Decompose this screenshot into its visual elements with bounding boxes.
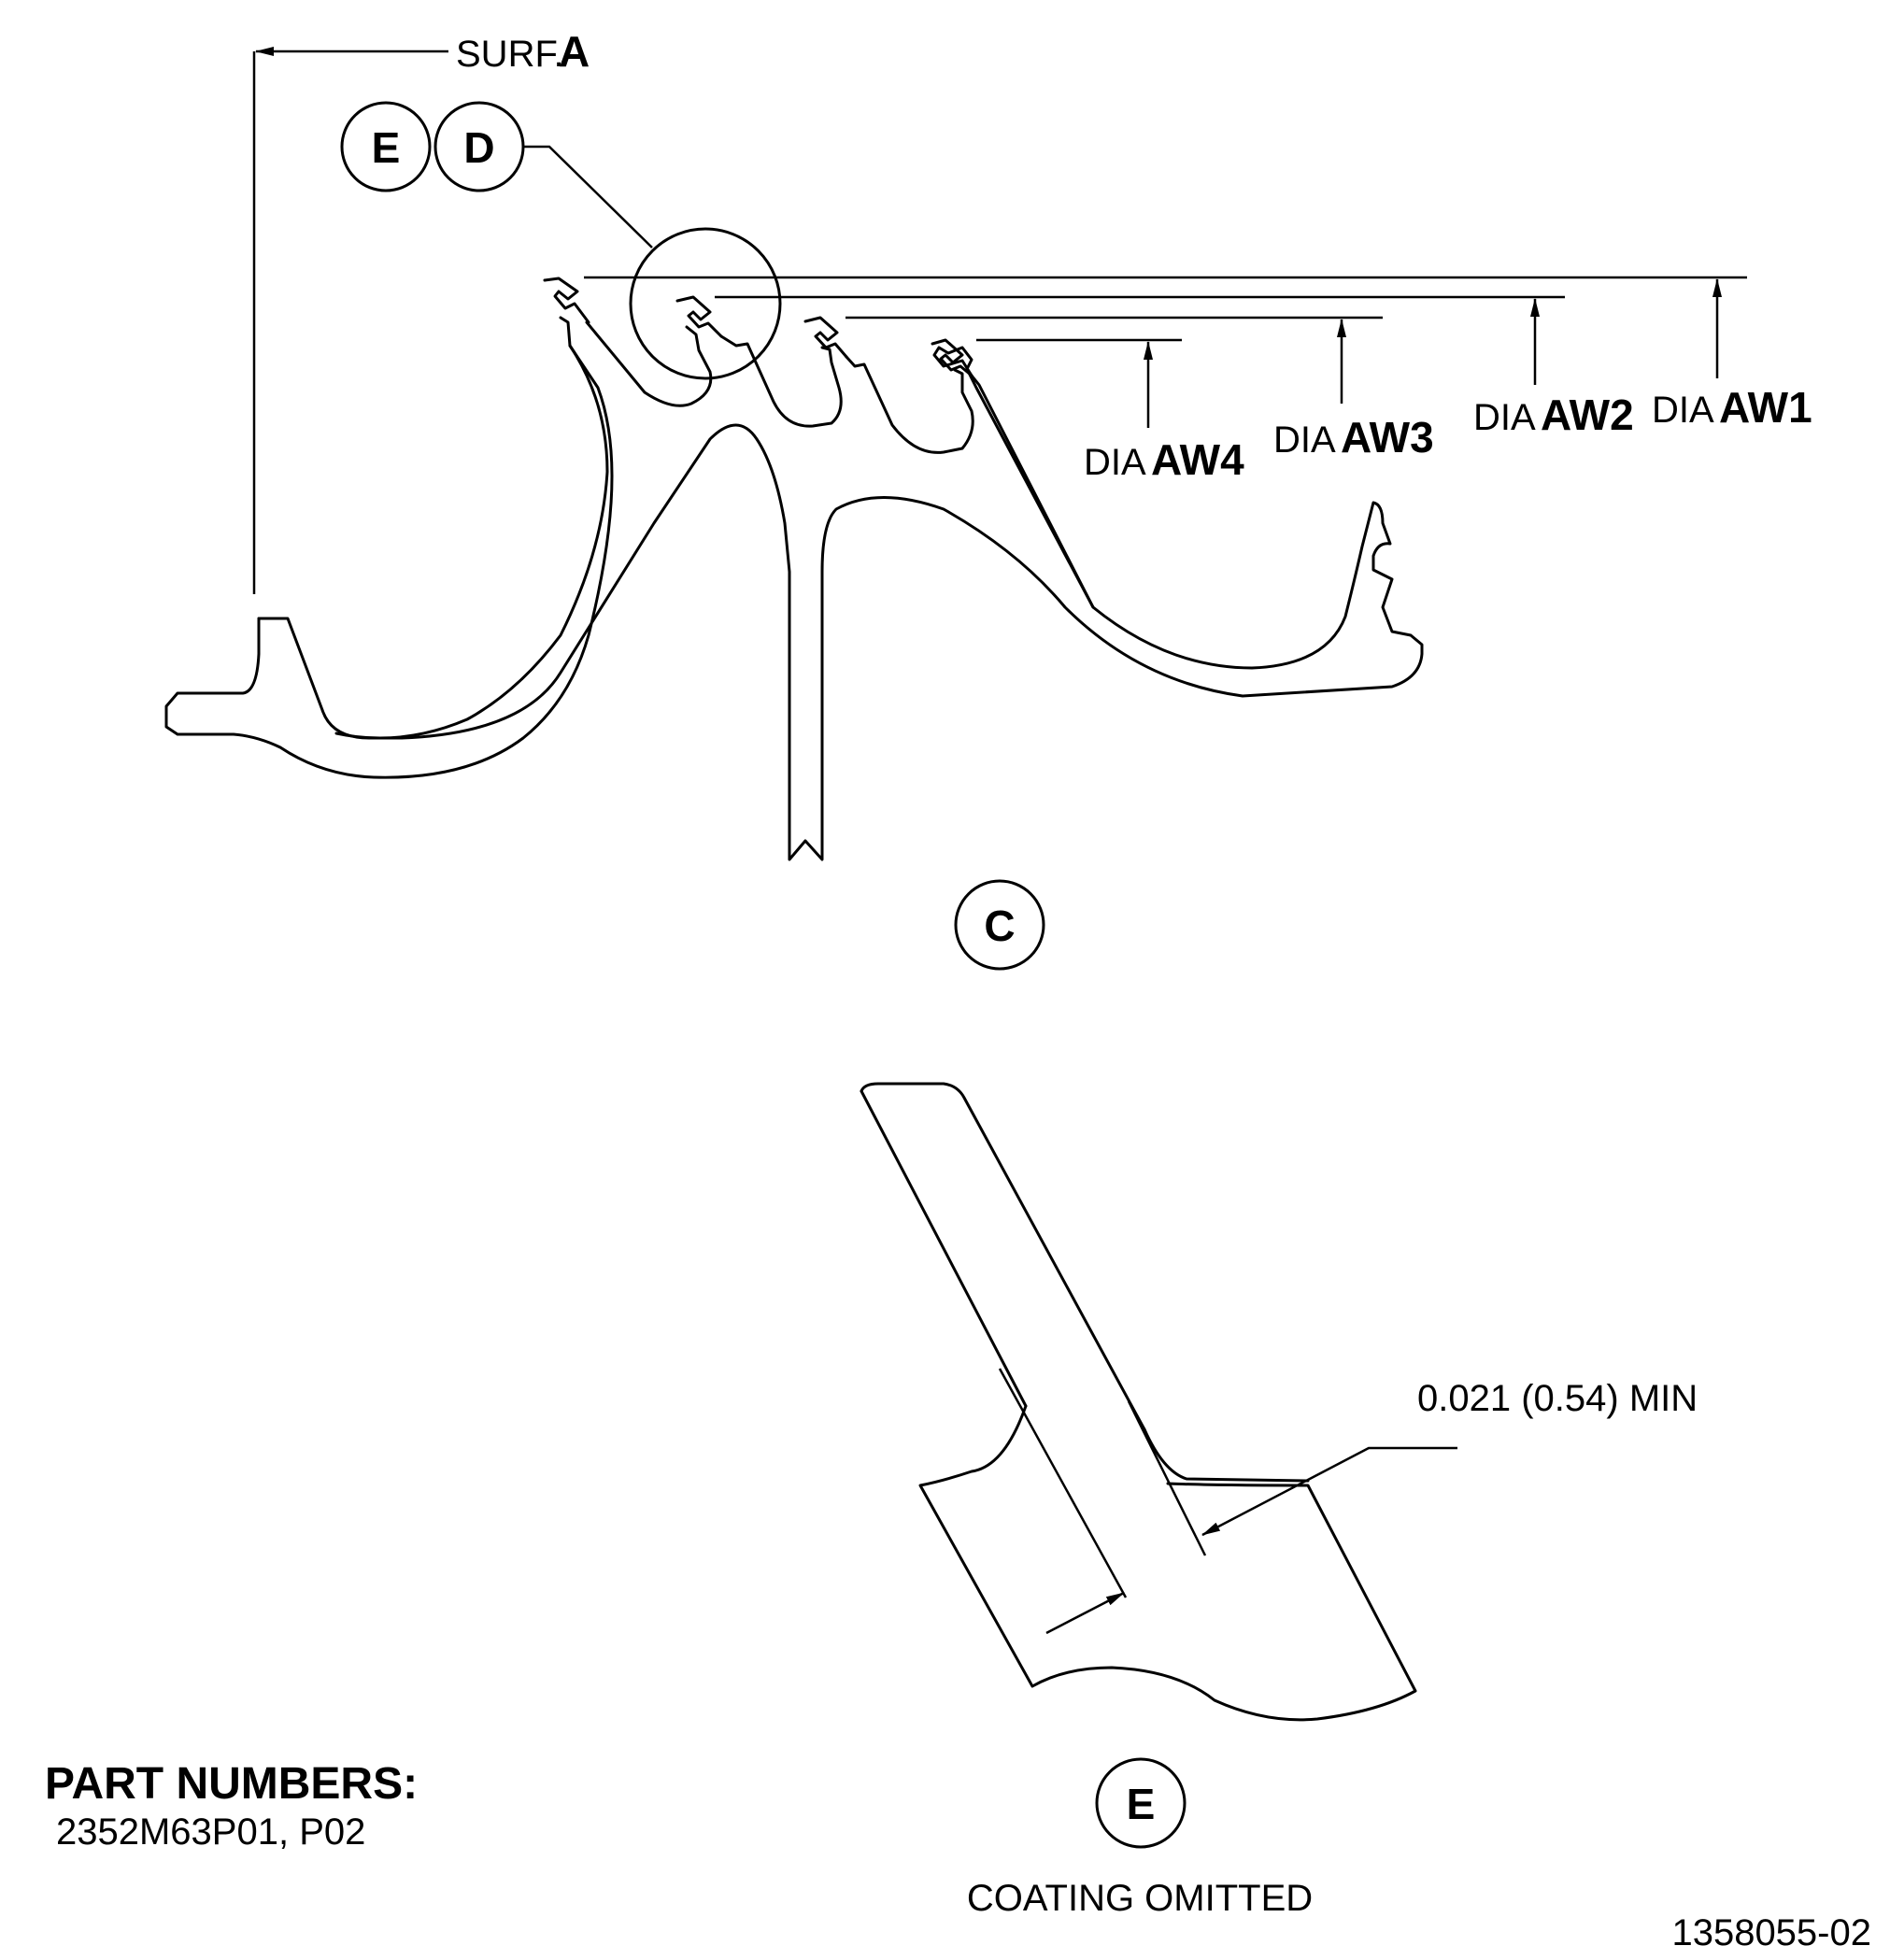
surface-letter: A: [559, 27, 590, 76]
dia-aw1-label: DIA AW1: [1652, 383, 1812, 432]
diameter-lines: [584, 276, 1747, 342]
svg-text:DIA: DIA: [1652, 390, 1714, 431]
svg-text:AW4: AW4: [1151, 435, 1244, 484]
dia-aw2-label: DIA AW2: [1473, 391, 1634, 439]
svg-text:DIA: DIA: [1273, 419, 1336, 461]
svg-text:DIA: DIA: [1084, 442, 1146, 483]
drawing-number: 1358055-02: [1671, 1912, 1871, 1953]
diameter-arrows: [1144, 278, 1722, 428]
svg-text:AW3: AW3: [1341, 413, 1434, 462]
svg-text:C: C: [984, 902, 1015, 950]
svg-text:E: E: [372, 123, 401, 172]
svg-text:E: E: [1127, 1780, 1156, 1828]
detail-e-caption: COATING OMITTED: [967, 1878, 1313, 1919]
view-bubble-e-bottom: E: [1095, 1757, 1187, 1849]
detail-bubble-d-top: D: [433, 101, 525, 192]
svg-text:D: D: [463, 123, 494, 172]
coating-thickness-dimension: 0.021 (0.54) MIN: [1417, 1378, 1698, 1419]
svg-text:AW2: AW2: [1541, 391, 1634, 439]
dia-aw3-label: DIA AW3: [1273, 413, 1434, 462]
dia-aw4-label: DIA AW4: [1084, 435, 1244, 484]
view-bubble-c: C: [954, 879, 1045, 971]
part-numbers-heading: PART NUMBERS:: [45, 1759, 418, 1809]
detail-leader: [523, 145, 653, 249]
part-outline: [164, 277, 1424, 861]
surface-prefix: SURF.: [456, 34, 564, 75]
detail-bubble-e-top: E: [340, 101, 432, 192]
detail-e-section: [860, 1082, 1457, 1722]
surface-a-leader: SURF. A: [252, 27, 590, 594]
detail-callout-circle: [629, 227, 782, 380]
svg-text:DIA: DIA: [1473, 397, 1536, 438]
svg-text:AW1: AW1: [1719, 383, 1812, 432]
part-numbers-value: 2352M63P01, P02: [56, 1811, 365, 1853]
